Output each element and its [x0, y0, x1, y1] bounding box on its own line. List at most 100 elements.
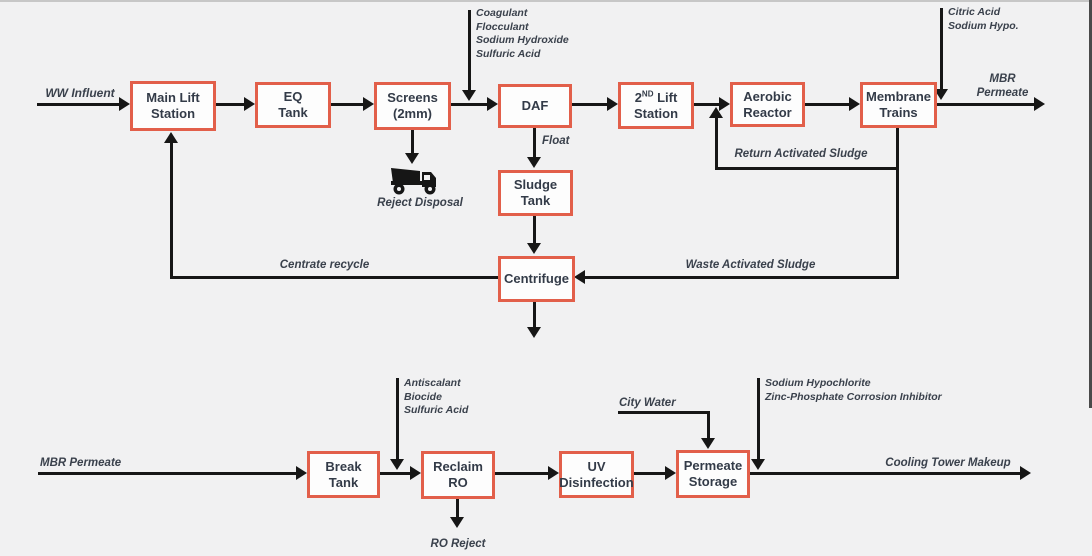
- pipe-mbr-permeate-in: [38, 472, 297, 475]
- label-mbr-permeate-in: MBR Permeate: [40, 457, 122, 469]
- label-waste-activated-sludge: Waste Activated Sludge: [685, 259, 816, 271]
- label-daf-chemicals: Coagulant Flocculant Sodium Hydroxide Su…: [476, 7, 569, 60]
- node-label: Reactor: [743, 104, 792, 120]
- pipe-reclaim-uv: [495, 472, 549, 475]
- pipe-secondlift-aerobic: [694, 103, 720, 106]
- node-main-lift-station: Main Lift Station: [130, 81, 216, 131]
- arrowhead-was-into-centrifuge: [574, 270, 585, 284]
- pipe-was-horizontal: [585, 276, 899, 279]
- arrowhead-into-storage: [665, 466, 676, 480]
- node-daf: DAF: [498, 84, 572, 128]
- node-label: Trains: [879, 105, 918, 120]
- pipe-ro-chemical-feed: [396, 378, 399, 459]
- arrowhead-into-sludge-tank: [527, 157, 541, 168]
- pipe-mbr-permeate-out: [937, 103, 1034, 106]
- arrowhead-into-aerobic: [719, 97, 730, 111]
- node-centrifuge: Centrifuge: [498, 256, 575, 302]
- window-right-edge: [1089, 0, 1092, 408]
- pipe-centrifuge-cake-out: [533, 302, 536, 328]
- pipe-ww-influent: [37, 103, 121, 106]
- node-sludge-tank: Sludge Tank: [498, 170, 573, 216]
- node-second-lift-station: 2ND Lift Station: [618, 82, 694, 129]
- arrowhead-centrifuge-out: [527, 327, 541, 338]
- node-label: Station: [633, 105, 679, 121]
- arrowhead-mbr-permeate-out: [1034, 97, 1045, 111]
- node-label: Tank: [328, 474, 359, 490]
- pipe-city-water-drop: [707, 411, 710, 439]
- node-label: RO: [448, 475, 468, 490]
- arrowhead-into-screens: [363, 97, 374, 111]
- arrowhead-into-daf: [487, 97, 498, 111]
- pipe-ras-riser: [715, 117, 718, 170]
- node-membrane-trains: Membrane Trains: [860, 82, 937, 128]
- node-label: EQ: [283, 89, 303, 104]
- arrowhead-into-centrifuge: [527, 243, 541, 254]
- arrowhead-into-reclaim-ro: [410, 466, 421, 480]
- label-ww-influent: WW Influent: [45, 86, 115, 100]
- label-mbr-permeate-out: MBR Permeate: [976, 73, 1029, 99]
- arrowhead-ras-return: [709, 107, 723, 118]
- pipe-mainlift-eqtank: [216, 103, 245, 106]
- arrowhead-membrane-chemical-feed: [934, 89, 948, 100]
- arrowhead-screens-reject: [405, 153, 419, 164]
- label-storage-chemicals: Sodium Hypochlorite Zinc-Phosphate Corro…: [765, 377, 942, 403]
- arrowhead-storage-chemical-feed: [751, 459, 765, 470]
- pipe-screens-reject: [411, 130, 414, 154]
- arrowhead-into-eq-tank: [244, 97, 255, 111]
- pipe-centrate-horizontal: [170, 276, 498, 279]
- pipe-membrane-chemical-feed: [940, 8, 943, 90]
- pipe-cooling-tower-makeup: [750, 472, 1021, 475]
- label-centrate-recycle: Centrate recycle: [279, 259, 370, 271]
- pipe-daf-secondlift: [572, 103, 608, 106]
- node-label: Membrane: [865, 89, 932, 104]
- pipe-ras-drop: [896, 128, 899, 170]
- node-label: Tank: [520, 193, 551, 208]
- pipe-uv-storage: [634, 472, 666, 475]
- pipe-break-reclaim: [380, 472, 411, 475]
- arrowhead-into-membrane: [849, 97, 860, 111]
- node-label: Tank: [278, 105, 308, 120]
- pipe-was-drop: [896, 167, 899, 279]
- node-aerobic-reactor: Aerobic Reactor: [730, 82, 805, 127]
- pipe-sludge-centrifuge: [533, 216, 536, 244]
- label-cooling-tower-makeup: Cooling Tower Makeup: [885, 457, 1011, 469]
- label-membrane-chemicals: Citric Acid Sodium Hypo.: [948, 6, 1019, 32]
- pipe-daf-float: [533, 128, 536, 158]
- node-label: Disinfection: [559, 474, 634, 490]
- pipe-centrate-riser: [170, 142, 173, 279]
- arrowhead-city-water: [701, 438, 715, 449]
- arrowhead-ro-reject: [450, 517, 464, 528]
- pipe-eqtank-screens: [331, 103, 364, 106]
- node-permeate-storage: Permeate Storage: [676, 450, 750, 498]
- pipe-screens-daf: [451, 103, 488, 106]
- label-city-water: City Water: [619, 397, 676, 409]
- pipe-city-water-horizontal: [618, 411, 710, 414]
- node-label: DAF: [521, 98, 549, 113]
- node-label: Screens: [387, 90, 438, 105]
- label-ro-reject: RO Reject: [430, 538, 486, 550]
- pipe-aerobic-membrane: [805, 103, 850, 106]
- label-reject-disposal: Reject Disposal: [377, 197, 463, 209]
- node-label: Sludge: [513, 177, 558, 192]
- pipe-ro-reject: [456, 499, 459, 518]
- arrowhead-into-main-lift: [119, 97, 130, 111]
- node-label: (2mm): [392, 106, 432, 121]
- node-label: Reclaim: [433, 459, 483, 474]
- pipe-daf-chemical-feed: [468, 10, 471, 92]
- label-return-activated-sludge: Return Activated Sludge: [734, 148, 868, 160]
- node-label: 2ND Lift: [634, 89, 678, 105]
- dump-truck-icon: [391, 168, 436, 195]
- arrowhead-ro-chemical-feed: [390, 459, 404, 470]
- node-label: Storage: [688, 474, 738, 489]
- label-float: Float: [542, 135, 570, 147]
- node-screens: Screens (2mm): [374, 82, 451, 130]
- node-label: UV: [587, 458, 606, 474]
- node-label: Station: [150, 106, 196, 121]
- arrowhead-daf-chemical-feed: [462, 90, 476, 101]
- node-label: Break: [325, 458, 362, 474]
- window-top-edge: [0, 0, 1092, 2]
- node-label: Centrifuge: [504, 271, 569, 286]
- node-reclaim-ro: Reclaim RO: [421, 451, 495, 499]
- node-label: Aerobic: [743, 88, 792, 104]
